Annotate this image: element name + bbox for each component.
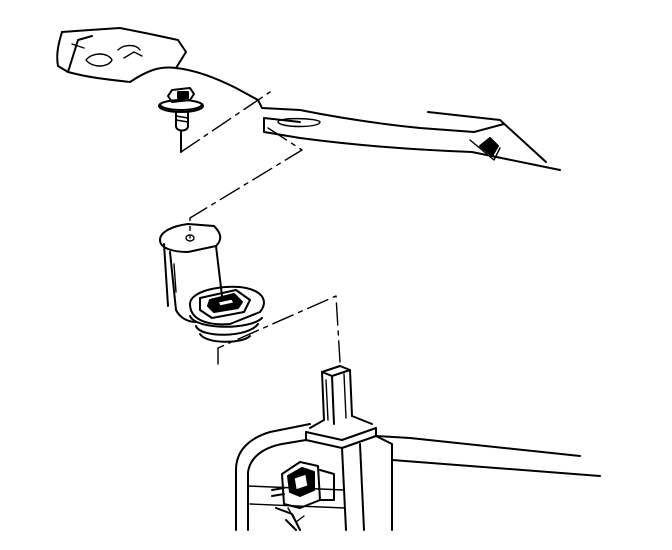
radiator-side-clip	[271, 461, 335, 531]
bracket-grommet	[189, 285, 265, 343]
upper-panel-flange	[257, 99, 561, 171]
mounting-bracket	[159, 223, 223, 323]
alignment-lines	[180, 91, 341, 365]
radiator-post	[305, 365, 377, 441]
mounting-bolt	[158, 87, 204, 153]
upper-body-panel	[56, 27, 259, 101]
